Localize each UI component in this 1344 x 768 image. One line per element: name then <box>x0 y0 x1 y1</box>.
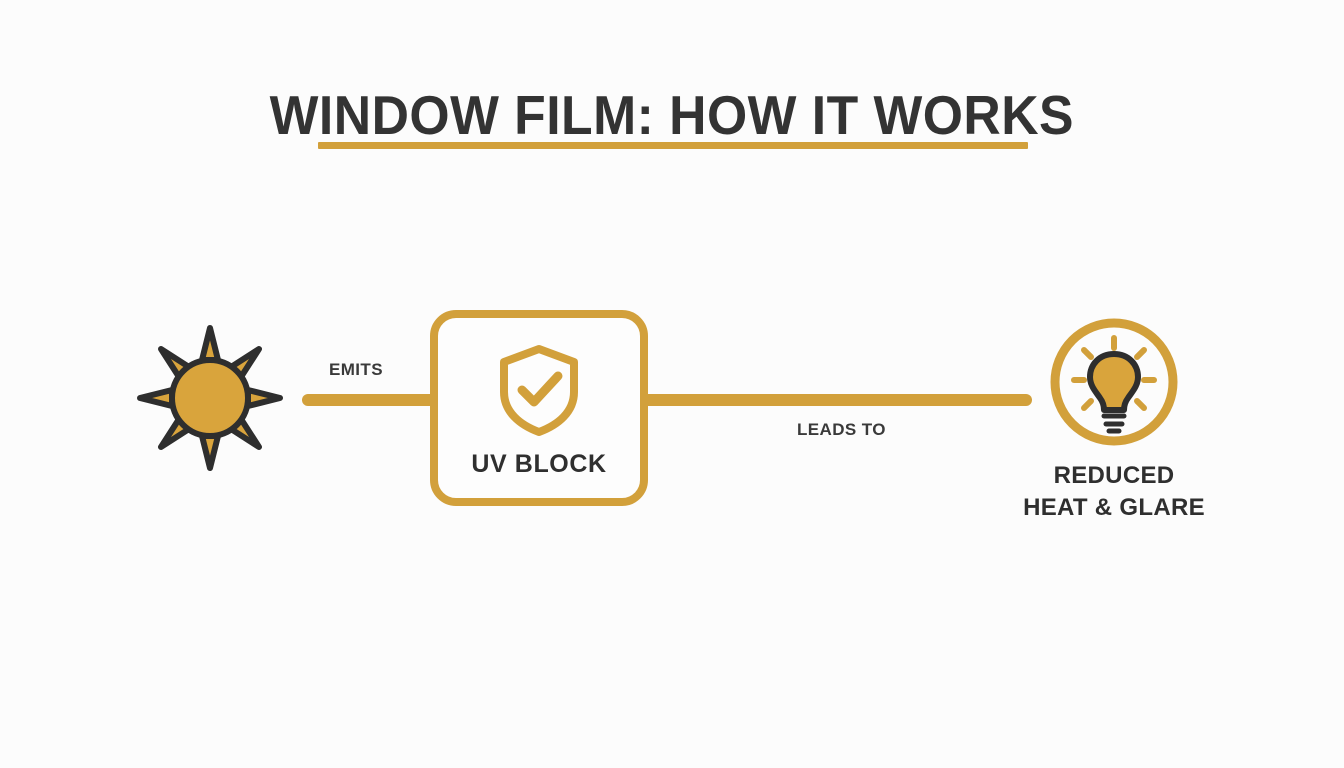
node-result-label-line1: REDUCED <box>1053 462 1175 489</box>
node-result-label-line2: HEAT & GLARE <box>1023 494 1205 522</box>
connector-uvblock-to-result <box>640 394 1032 406</box>
shield-check-icon <box>500 345 578 436</box>
edge-label-leads-to: LEADS TO <box>797 420 886 439</box>
sun-icon <box>137 325 283 471</box>
connector-sun-to-uvblock <box>302 394 442 406</box>
lightbulb-icon <box>1050 318 1178 446</box>
node-reduced-heat-glare[interactable] <box>1046 314 1182 450</box>
title-underline-rule <box>318 142 1028 149</box>
node-sun <box>134 322 286 474</box>
page-title-text: WINDOW FILM: HOW IT WORKS <box>269 84 1075 146</box>
node-uv-block[interactable]: UV BLOCK <box>430 310 648 506</box>
node-uv-block-label: UV BLOCK <box>471 450 607 478</box>
edge-label-emits: EMITS <box>329 360 383 379</box>
node-result-label: REDUCED HEAT & GLARE <box>964 460 1264 525</box>
page-title: WINDOW FILM: HOW IT WORKS <box>0 88 1344 143</box>
